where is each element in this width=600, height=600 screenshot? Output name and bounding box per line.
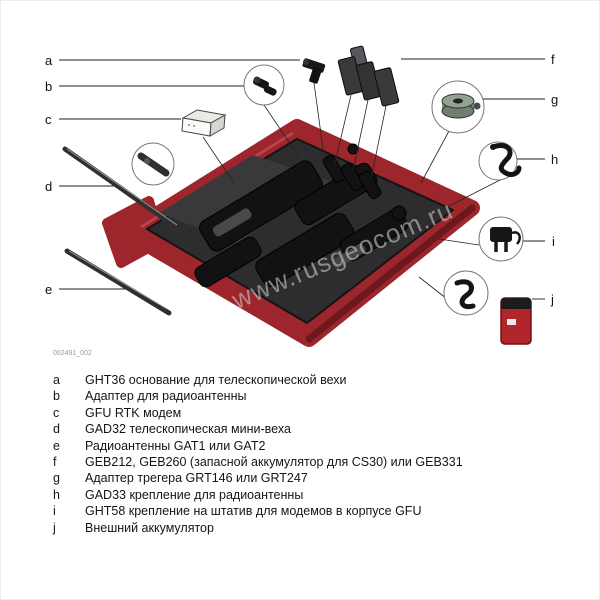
callout-letters: a b c d e f g h i j bbox=[45, 52, 558, 307]
callout-letter-e: e bbox=[45, 282, 52, 297]
case-rim-shadow bbox=[305, 204, 476, 343]
transport-case bbox=[102, 119, 480, 347]
part-battery-strap bbox=[454, 279, 476, 310]
legend-text: GHT58 крепление на штатив для модемов в … bbox=[85, 504, 422, 519]
legend-text: Внешний аккумулятор bbox=[85, 520, 214, 535]
part-pole-detail bbox=[137, 152, 170, 177]
part-gfu-modem bbox=[181, 109, 227, 137]
part-antenna-adapter bbox=[253, 76, 277, 96]
equipment-case-figure: www.rusgeocom.ru 002491_002 a b c d e f … bbox=[45, 45, 558, 357]
legend-item-i: i GHT58 крепление на штатив для модемов … bbox=[53, 503, 591, 519]
legend-letter: h bbox=[53, 487, 60, 502]
part-batteries bbox=[337, 45, 400, 107]
part-mini-pole bbox=[62, 146, 182, 232]
legend-text: Адаптер для радиоантенны bbox=[85, 389, 247, 404]
legend-letter: j bbox=[53, 520, 56, 535]
legend-letter: a bbox=[53, 373, 60, 387]
placement-lines bbox=[202, 82, 507, 300]
figure-code: 002491_002 bbox=[53, 350, 92, 357]
callout-letter-f: f bbox=[551, 52, 555, 67]
part-external-battery bbox=[500, 297, 532, 345]
legend-text: GAD32 телескопическая мини-веха bbox=[85, 422, 291, 437]
legend-item-d: d GAD32 телескопическая мини-веха bbox=[53, 421, 591, 437]
legend-letter: i bbox=[53, 504, 56, 519]
legend-text: GEB212, GEB260 (запасной аккумулятор для… bbox=[85, 455, 463, 470]
callout-letter-g: g bbox=[551, 92, 558, 107]
legend-letter: g bbox=[53, 471, 60, 486]
legend-item-e: e Радиоантенны GAT1 или GAT2 bbox=[53, 438, 591, 454]
legend-item-c: c GFU RTK модем bbox=[53, 405, 591, 421]
legend-letter: f bbox=[53, 455, 57, 470]
legend-item-a: a GHT36 основание для телескопической ве… bbox=[53, 372, 591, 388]
part-carrier-adapter bbox=[441, 93, 481, 119]
legend-letter: c bbox=[53, 405, 60, 420]
legend-item-g: g Адаптер трегера GRT146 или GRT247 bbox=[53, 470, 591, 486]
part-tripod-clamp bbox=[490, 227, 521, 252]
legend-item-h: h GAD33 крепление для радиоантенны bbox=[53, 487, 591, 503]
callout-letter-j: j bbox=[550, 292, 554, 307]
callout-letter-d: d bbox=[45, 179, 52, 194]
legend-text: Адаптер трегера GRT146 или GRT247 bbox=[85, 471, 308, 486]
callout-letter-c: c bbox=[45, 112, 52, 127]
legend-letter: e bbox=[53, 438, 60, 453]
part-antenna-holder bbox=[490, 142, 522, 177]
legend-text: GAD33 крепление для радиоантенны bbox=[85, 487, 304, 502]
callout-letter-a: a bbox=[45, 53, 53, 68]
legend-item-f: f GEB212, GEB260 (запасной аккумулятор д… bbox=[53, 454, 591, 470]
legend-text: GHT36 основание для телескопической вехи bbox=[85, 373, 347, 387]
legend-letter: b bbox=[53, 389, 60, 404]
part-ght36-base bbox=[302, 58, 326, 84]
callout-letter-i: i bbox=[552, 234, 555, 249]
callout-letter-h: h bbox=[551, 152, 558, 167]
legend-letter: d bbox=[53, 422, 60, 437]
legend-item-b: b Адаптер для радиоантенны bbox=[53, 388, 591, 404]
callout-letter-b: b bbox=[45, 79, 52, 94]
legend-text: Радиоантенны GAT1 или GAT2 bbox=[85, 438, 266, 453]
legend-item-j: j Внешний аккумулятор bbox=[53, 520, 591, 536]
foam-accents bbox=[212, 208, 366, 269]
callout-lines bbox=[59, 58, 545, 300]
legend: a GHT36 основание для телескопической ве… bbox=[53, 372, 591, 536]
legend-text: GFU RTK модем bbox=[85, 405, 182, 420]
part-radio-antenna bbox=[64, 248, 172, 316]
